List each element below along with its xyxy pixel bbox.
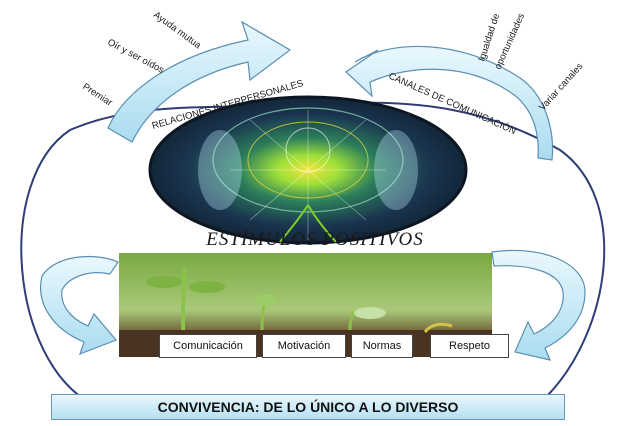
mandala-image (148, 95, 468, 245)
right-curved-arrow (345, 45, 554, 161)
right-side-arrow (491, 249, 586, 361)
left-curved-arrow (107, 20, 292, 143)
left-arc-item-ayuda: Ayuda mutua (151, 10, 203, 52)
label-normas: Normas (351, 334, 413, 358)
left-arc-item-oir: Oír y ser oídos (106, 37, 166, 76)
label-comunicacion: Comunicación (159, 334, 257, 358)
right-arc-item-variar: Variar canales (537, 61, 586, 113)
footer-banner: CONVIVENCIA: DE LO ÚNICO A LO DIVERSO (51, 394, 565, 420)
label-motivacion: Motivación (262, 334, 346, 358)
label-respeto: Respeto (430, 334, 509, 358)
left-arc-item-premiar: Premiar (80, 81, 114, 108)
left-side-arrow (40, 255, 119, 356)
stimulus-title: ESTÍMULOS POSITIVOS (206, 229, 424, 250)
